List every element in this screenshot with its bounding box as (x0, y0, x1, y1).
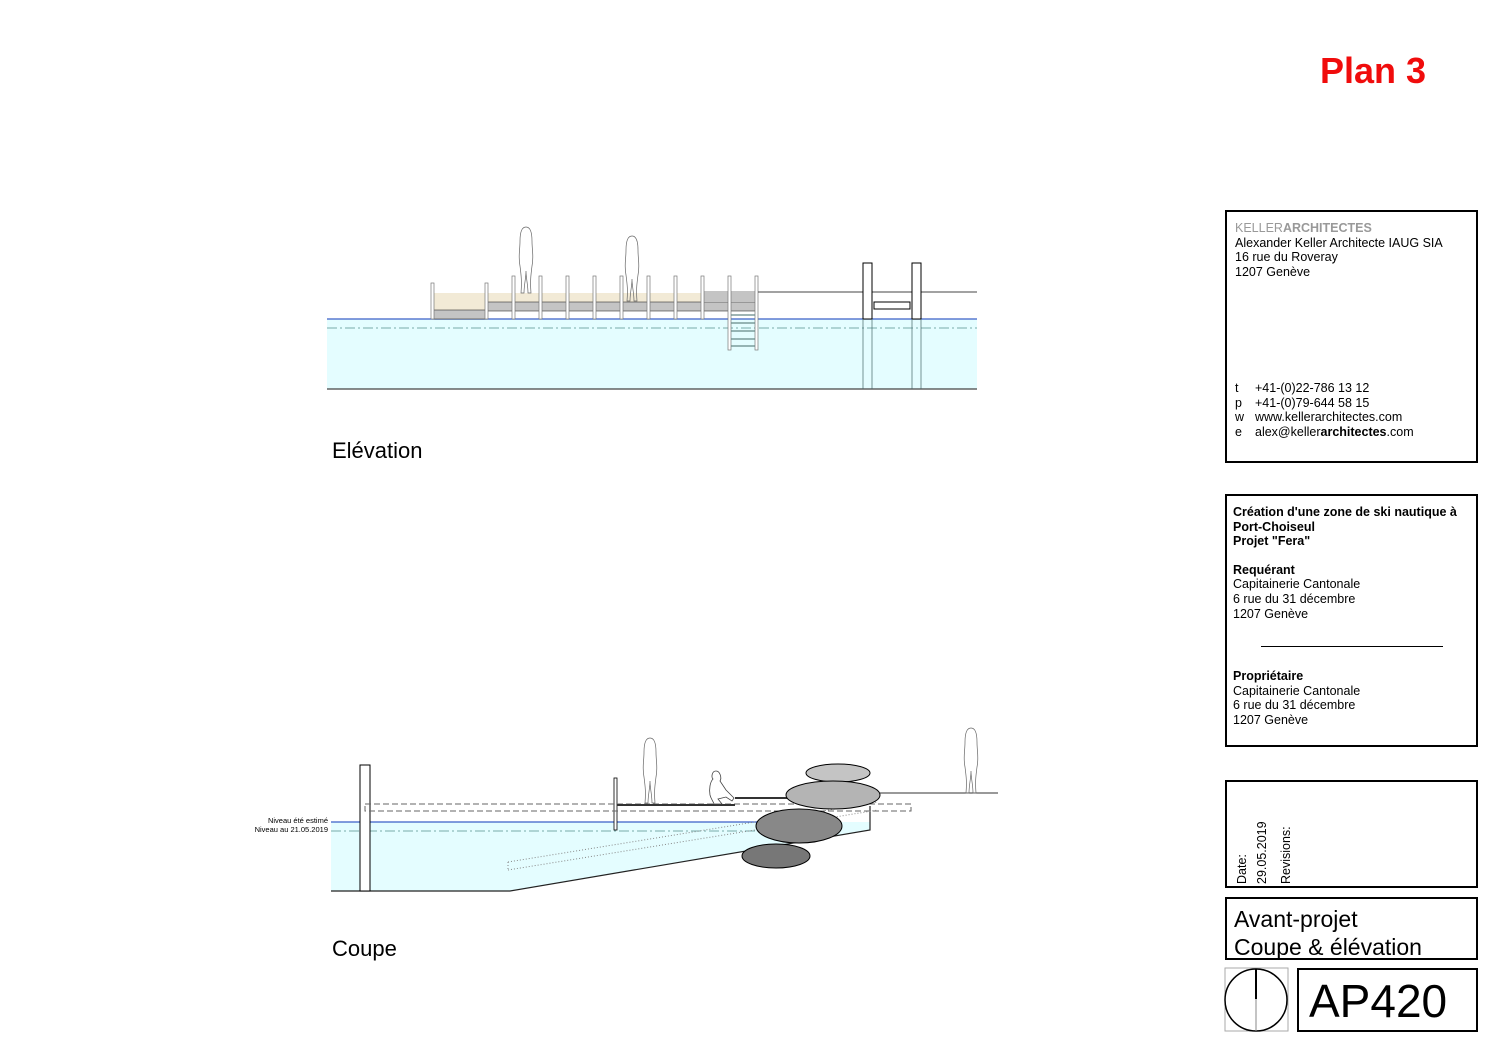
owner-line: Capitainerie Cantonale (1233, 683, 1361, 698)
project-name: Projet "Fera" (1233, 534, 1311, 549)
seated-person-figure (709, 770, 735, 805)
divider (1261, 646, 1443, 648)
elevation-drawing (327, 226, 977, 390)
date-block: Date: 29.05.2019 Revisions: (1225, 780, 1478, 888)
plan-number: Plan 3 (1320, 50, 1427, 91)
owner-line: 6 rue du 31 décembre (1233, 698, 1356, 713)
applicant-line: 1207 Genève (1233, 606, 1309, 621)
current-level-label: Niveau au 21.05.2019 (254, 825, 328, 834)
section-label: Coupe (332, 936, 397, 961)
elevation-label: Elévation (332, 438, 423, 463)
north-arrow (1224, 967, 1289, 1032)
person-figure (518, 226, 534, 294)
person-figure (624, 235, 640, 302)
project-title: Création d'une zone de ski nautique à (1233, 505, 1457, 519)
owner-line: 1207 Genève (1233, 712, 1309, 727)
date-label: Date: (1235, 854, 1249, 884)
office-street: 16 rue du Roveray (1235, 250, 1338, 265)
applicant-line: 6 rue du 31 décembre (1233, 591, 1356, 606)
person-figure (963, 727, 979, 794)
owner-heading: Propriétaire (1233, 669, 1304, 684)
applicant-heading: Requérant (1233, 562, 1295, 577)
summer-level-label: Niveau été estimé (267, 816, 328, 825)
person-figure (642, 737, 658, 804)
date-value: 29.05.2019 (1255, 821, 1269, 884)
level-labels: Niveau été estimé Niveau au 21.05.2019 (230, 816, 328, 834)
phase-block: Avant-projet Coupe & élévation (1225, 897, 1478, 960)
sheet-number: AP420 (1297, 968, 1478, 1032)
brand-light: KELLER (1235, 221, 1283, 235)
revisions-label: Revisions: (1279, 826, 1293, 884)
sheet-title: Coupe & élévation (1234, 934, 1422, 960)
office-block: KELLERARCHITECTES Alexander Keller Archi… (1225, 210, 1478, 463)
brand-bold: ARCHITECTES (1282, 221, 1372, 235)
contact-mobile: p+41-(0)79-644 58 15 (1235, 395, 1370, 410)
applicant-line: Capitainerie Cantonale (1233, 577, 1361, 592)
section-drawing (331, 727, 998, 892)
contact-phone: t+41-(0)22-786 13 12 (1235, 381, 1370, 395)
phase-line: Avant-projet (1234, 906, 1358, 932)
project-location: Port-Choiseul (1233, 519, 1315, 534)
office-name: Alexander Keller Architecte IAUG SIA (1235, 235, 1443, 250)
office-city: 1207 Genève (1235, 264, 1311, 279)
